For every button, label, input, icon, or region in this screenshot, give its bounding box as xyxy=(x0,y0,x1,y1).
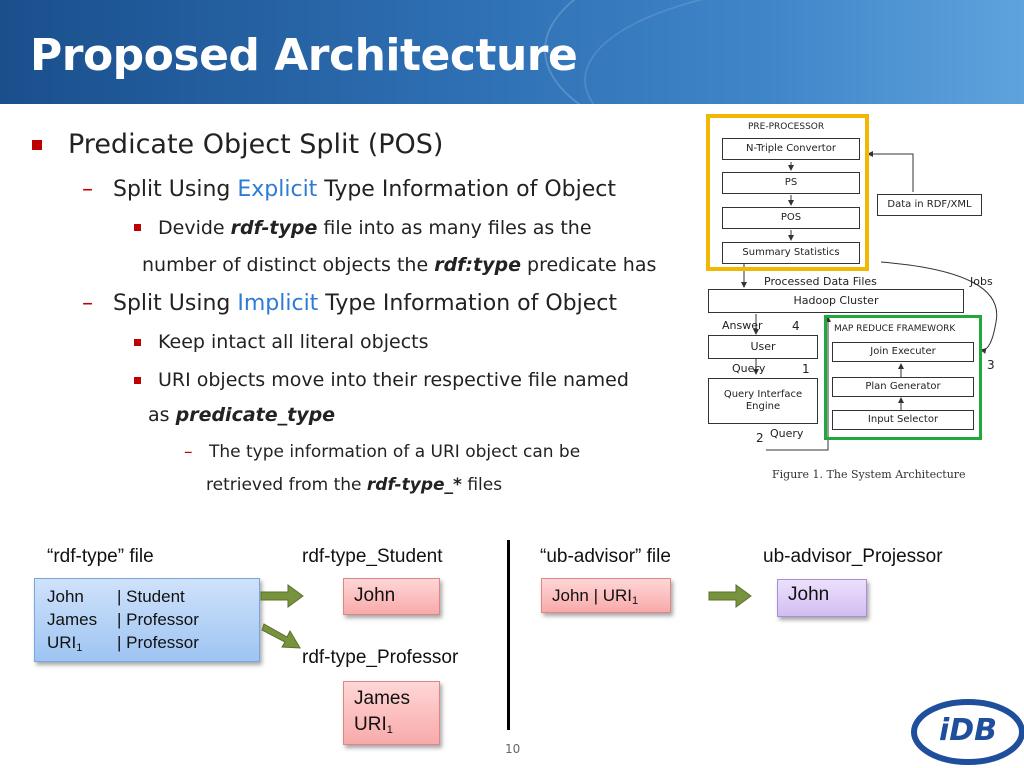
split-arrows xyxy=(260,584,304,649)
step-number: 3 xyxy=(987,358,995,372)
jobs-label: Jobs xyxy=(970,275,993,288)
query-interface-engine-box: Query Interface Engine xyxy=(708,378,818,424)
processed-data-label: Processed Data Files xyxy=(764,275,877,288)
right-arrow-icon xyxy=(708,584,752,608)
ub-advisor-output-box: John xyxy=(777,579,867,617)
plan-generator-box: Plan Generator xyxy=(832,377,974,397)
right-arrow-icon xyxy=(260,584,304,608)
bullet-text: Predicate Object Split (POS) xyxy=(68,129,444,160)
bullet-square-icon xyxy=(134,339,141,346)
title-bar: Proposed Architecture xyxy=(0,0,1024,104)
decorative-wave xyxy=(544,0,1024,104)
divider-line xyxy=(507,540,510,730)
triple-row: James| Professor xyxy=(47,610,199,629)
rdf-type-student-label: rdf-type_Student xyxy=(302,546,443,567)
bullet-square-icon xyxy=(134,224,141,231)
rdf-type-professor-label: rdf-type_Professor xyxy=(302,647,459,668)
hadoop-cluster-box: Hadoop Cluster xyxy=(708,289,964,313)
bullet-text: Keep intact all literal objects xyxy=(158,331,429,353)
svg-text:iDB: iDB xyxy=(939,713,997,748)
map-reduce-frame xyxy=(824,315,982,440)
slide-title: Proposed Architecture xyxy=(30,30,578,81)
pre-processor-frame xyxy=(706,114,869,271)
dash-bullet-icon: – xyxy=(184,442,193,462)
ub-advisor-projessor-label: ub-advisor_Projessor xyxy=(763,546,943,567)
data-rdf-xml-box: Data in RDF/XML xyxy=(877,194,982,216)
bullet-text: Split Using Explicit Type Information of… xyxy=(113,177,617,202)
query-label: Query xyxy=(732,362,766,375)
bullet-text: URI objects move into their respective f… xyxy=(158,369,629,391)
pos-box: POS xyxy=(722,207,860,229)
join-executer-box: Join Executer xyxy=(832,342,974,362)
ub-advisor-file-label: “ub-advisor” file xyxy=(540,546,671,567)
bullet-text: as predicate_type xyxy=(148,404,336,426)
pre-processor-label: PRE-PROCESSOR xyxy=(748,122,825,132)
input-selector-box: Input Selector xyxy=(832,410,974,430)
split-arrow xyxy=(708,584,752,608)
page-number: 10 xyxy=(505,742,521,756)
bullet-text: Split Using Implicit Type Information of… xyxy=(113,291,618,316)
query-label: Query xyxy=(770,427,804,440)
step-number: 1 xyxy=(802,362,810,376)
ub-advisor-file-box: John | URI1 xyxy=(541,578,671,613)
idb-logo: iDB xyxy=(911,699,1024,765)
down-right-arrow-icon xyxy=(261,623,301,649)
summary-statistics-box: Summary Statistics xyxy=(722,242,860,264)
map-reduce-label: MAP REDUCE FRAMEWORK xyxy=(834,324,956,334)
bullet-text: The type information of a URI object can… xyxy=(209,442,581,462)
decorative-wave xyxy=(584,0,1024,104)
professor-file-box: James URI1 xyxy=(343,681,440,745)
user-box: User xyxy=(708,335,818,359)
system-architecture-figure: PRE-PROCESSOR N-Triple Convertor PS POS … xyxy=(706,112,1016,492)
step-number: 2 xyxy=(756,431,764,445)
figure-connectors xyxy=(741,151,998,451)
dash-bullet-icon: – xyxy=(82,177,93,202)
ps-box: PS xyxy=(722,172,860,194)
rdf-type-file-label: “rdf-type” file xyxy=(47,546,154,567)
answer-label: Answer xyxy=(722,319,763,332)
bullet-text: Devide rdf-type file into as many files … xyxy=(158,217,592,239)
bullet-text: retrieved from the rdf-type_* files xyxy=(206,475,503,495)
triple-row: URI1| Professor xyxy=(47,633,199,654)
bullet-square-icon xyxy=(134,377,141,384)
dash-bullet-icon: – xyxy=(82,291,93,316)
bullet-square-icon xyxy=(32,140,42,150)
rdf-type-file-box: John| Student James| Professor URI1| Pro… xyxy=(34,578,260,662)
bullet-text: number of distinct objects the rdf:type … xyxy=(142,254,657,276)
n-triple-convertor-box: N-Triple Convertor xyxy=(722,138,860,160)
triple-row: John| Student xyxy=(47,587,185,606)
student-file-box: John xyxy=(343,578,440,615)
step-number: 4 xyxy=(792,319,800,333)
figure-caption: Figure 1. The System Architecture xyxy=(772,468,966,481)
